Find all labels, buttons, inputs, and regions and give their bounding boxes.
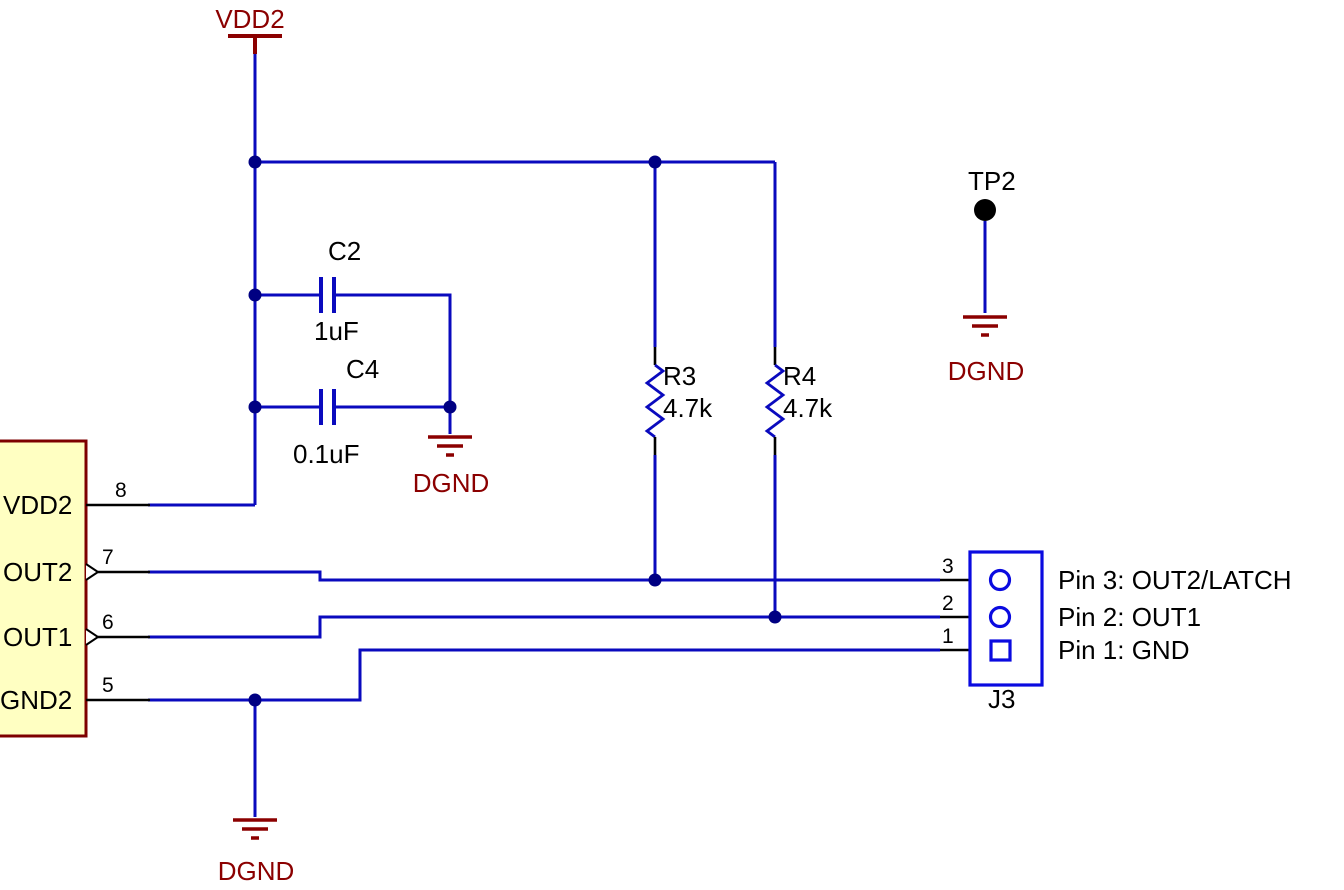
resistor-r3[interactable]: R3 4.7k bbox=[644, 347, 713, 455]
j3-pin1-number: 1 bbox=[942, 625, 954, 648]
wire-out1 bbox=[148, 615, 940, 639]
chip-pin-name-vdd2: VDD2 bbox=[3, 490, 72, 520]
r3-ref-label: R3 bbox=[663, 361, 696, 391]
vdd2-net-label: VDD2 bbox=[215, 4, 284, 34]
capacitor-c4[interactable]: C4 0.1uF bbox=[293, 354, 379, 469]
r4-ref-label: R4 bbox=[783, 361, 816, 391]
r3-zigzag bbox=[644, 363, 666, 439]
junction-dot bbox=[648, 155, 662, 169]
wire-out2 bbox=[148, 570, 940, 582]
dgnd-label-bottom: DGND bbox=[218, 856, 295, 886]
j3-pin2-circle bbox=[988, 605, 1012, 629]
chip-pin-name-out2: OUT2 bbox=[3, 557, 72, 587]
testpoint-tp2[interactable]: TP2 DGND bbox=[948, 166, 1025, 386]
power-symbol-vdd2[interactable]: VDD2 bbox=[215, 4, 285, 54]
j3-pin3-circle bbox=[988, 568, 1012, 592]
junction-dot bbox=[248, 155, 262, 169]
c2-value-label: 1uF bbox=[314, 316, 359, 346]
r4-zigzag bbox=[764, 363, 786, 439]
j3-ref-label: J3 bbox=[988, 684, 1015, 714]
tp2-ref-label: TP2 bbox=[968, 166, 1016, 196]
chip-body bbox=[0, 439, 88, 738]
j3-pin1-description: Pin 1: GND bbox=[1058, 635, 1190, 665]
tp2-pad bbox=[974, 199, 996, 221]
chip-pin-name-out1: OUT1 bbox=[3, 622, 72, 652]
j3-pin3-number: 3 bbox=[942, 555, 954, 578]
j3-pin3-description: Pin 3: OUT2/LATCH bbox=[1058, 565, 1292, 595]
junction-dot bbox=[443, 400, 457, 414]
chip-pin8-number: 8 bbox=[115, 479, 127, 502]
junction-dot bbox=[248, 693, 262, 707]
resistor-r4[interactable]: R4 4.7k bbox=[764, 347, 833, 455]
junction-dot bbox=[248, 288, 262, 302]
chip-pin-name-gnd2: GND2 bbox=[0, 685, 72, 715]
c4-value-label: 0.1uF bbox=[293, 439, 360, 469]
ground-symbol-bottom[interactable]: DGND bbox=[218, 818, 295, 886]
r4-value-label: 4.7k bbox=[783, 393, 833, 423]
chip-pin6-number: 6 bbox=[102, 611, 114, 634]
chip-pin5-number: 5 bbox=[102, 674, 114, 697]
chip-symbol[interactable]: VDD2 OUT2 OUT1 GND2 8 7 6 5 bbox=[0, 439, 150, 738]
ground-symbol-c4[interactable]: DGND bbox=[413, 435, 490, 498]
junction-dots bbox=[248, 155, 782, 707]
c2-ref-label: C2 bbox=[328, 236, 361, 266]
chip-pin7-number: 7 bbox=[102, 546, 114, 569]
j3-pin2-description: Pin 2: OUT1 bbox=[1058, 602, 1201, 632]
dgnd-label-c4: DGND bbox=[413, 468, 490, 498]
j3-pin2-number: 2 bbox=[942, 592, 954, 615]
junction-dot bbox=[248, 400, 262, 414]
c4-ref-label: C4 bbox=[346, 354, 379, 384]
wire-c2-right bbox=[336, 293, 452, 407]
junction-dot bbox=[768, 610, 782, 624]
dgnd-label-tp2: DGND bbox=[948, 356, 1025, 386]
j3-pin1-square bbox=[989, 639, 1012, 662]
connector-j3[interactable]: 3 2 1 J3 Pin 3: OUT2/LATCH Pin 2: OUT1 P… bbox=[940, 550, 1292, 714]
capacitor-c2[interactable]: C2 1uF bbox=[314, 236, 361, 346]
junction-dot bbox=[648, 573, 662, 587]
r3-value-label: 4.7k bbox=[663, 393, 713, 423]
